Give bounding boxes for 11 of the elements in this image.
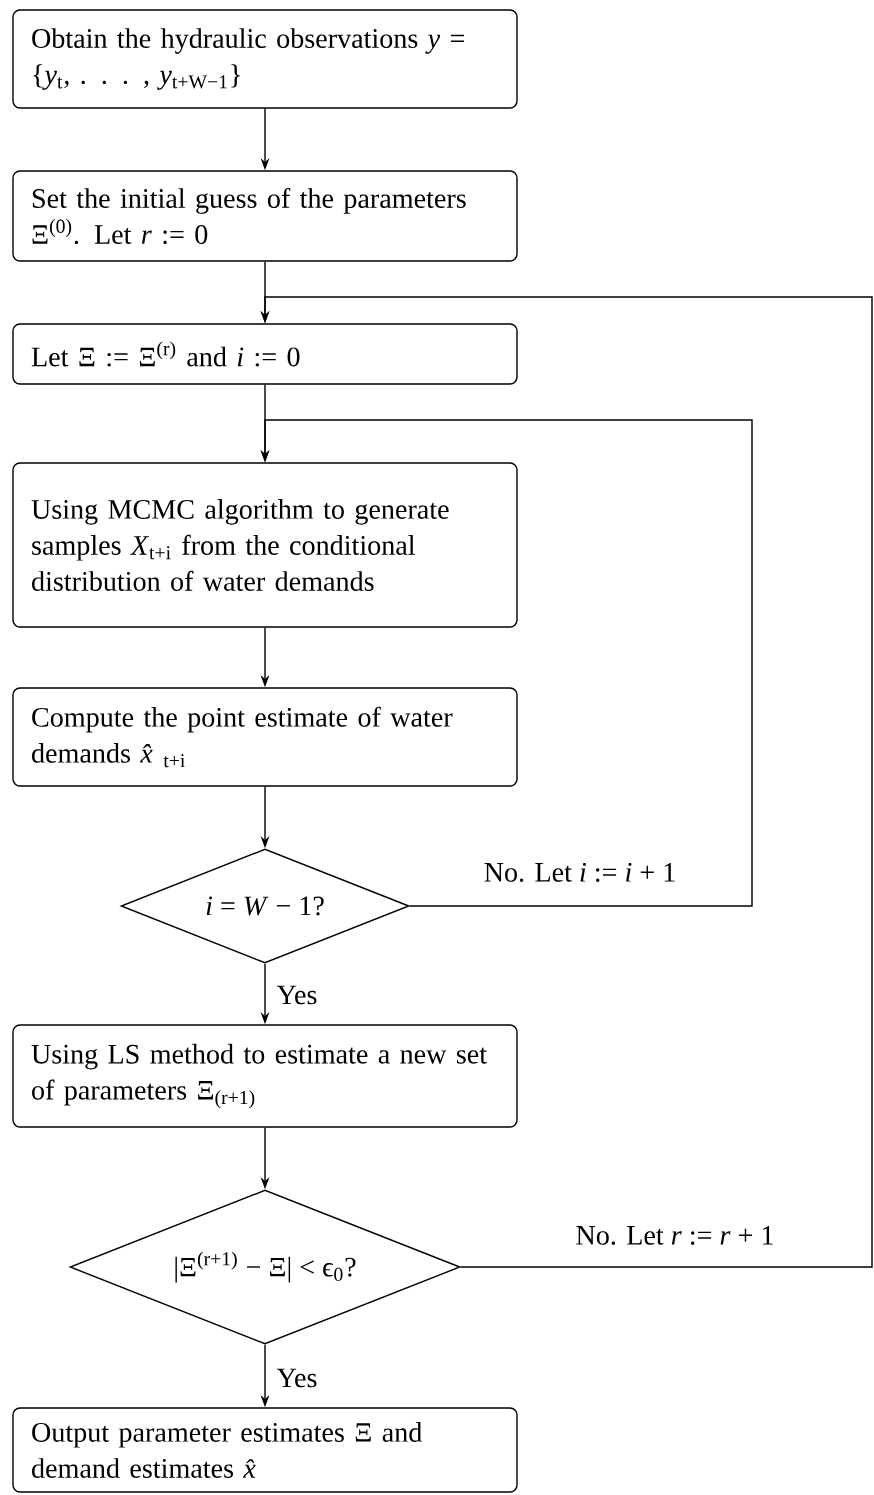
process-box: Output parameter estimates Ξ and demand estimates x̂ — [12, 1407, 518, 1493]
edge-label: No. Let r := r + 1 — [573, 1224, 777, 1247]
process-box: Compute the point estimate of water demands x̂$_{t+i}$ — [12, 687, 518, 787]
process-box: Obtain the hydraulic observations y = {y$_{t}$, . . . , y$_{t+W−1}$} — [12, 9, 518, 109]
process-box: Using LS method to estimate a new set of parameters Ξ$_{(r+1)}$ — [12, 1024, 518, 1128]
edge-label: No. Let i := i + 1 — [481, 861, 679, 884]
process-box: Using MCMC algorithm to generate samples X$_{t+i}$ from the conditional distribution of water demands — [12, 462, 518, 628]
edge-label: Yes — [274, 1366, 320, 1390]
process-box: Let Ξ := Ξ$^{(r)}$ and i := 0 — [12, 323, 518, 385]
edge-label: Yes — [274, 983, 320, 1007]
process-box: Set the initial guess of the parameters Ξ$^{(0)}$. Let r := 0 — [12, 170, 518, 262]
